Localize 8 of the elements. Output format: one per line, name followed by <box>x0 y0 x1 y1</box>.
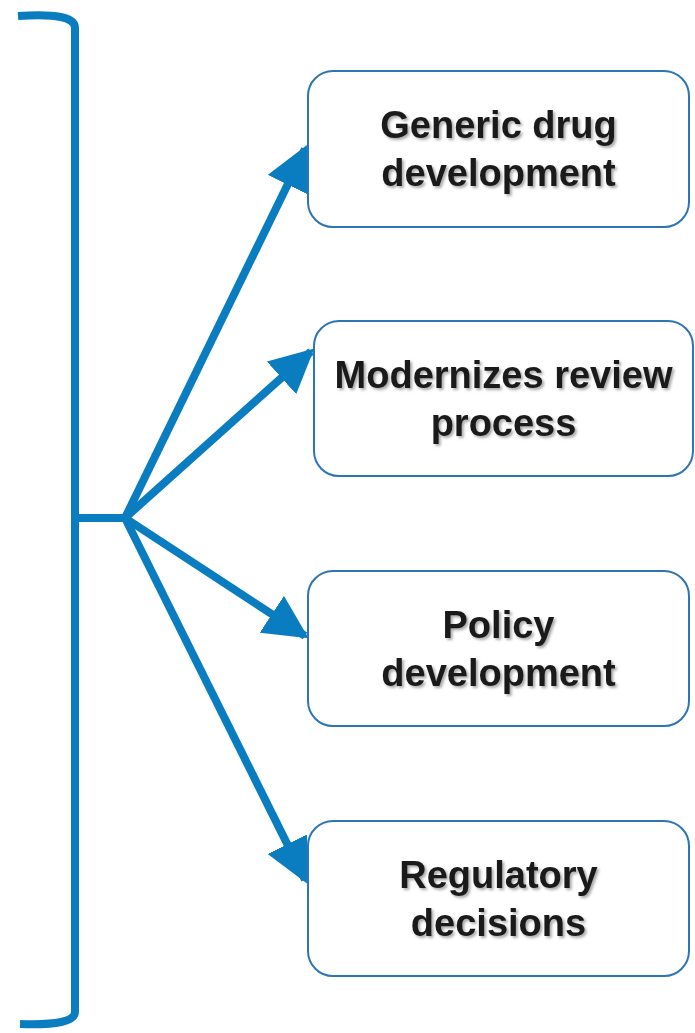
process-box <box>307 70 690 228</box>
box-label: Modernizes review process <box>333 352 674 446</box>
box-label: Policy development <box>380 602 617 696</box>
box-label: Generic drug development <box>379 103 618 196</box>
box-label: Regulatory decisions <box>398 852 599 946</box>
process-box <box>307 570 690 727</box>
process-box <box>313 320 694 477</box>
process-box <box>307 820 690 977</box>
